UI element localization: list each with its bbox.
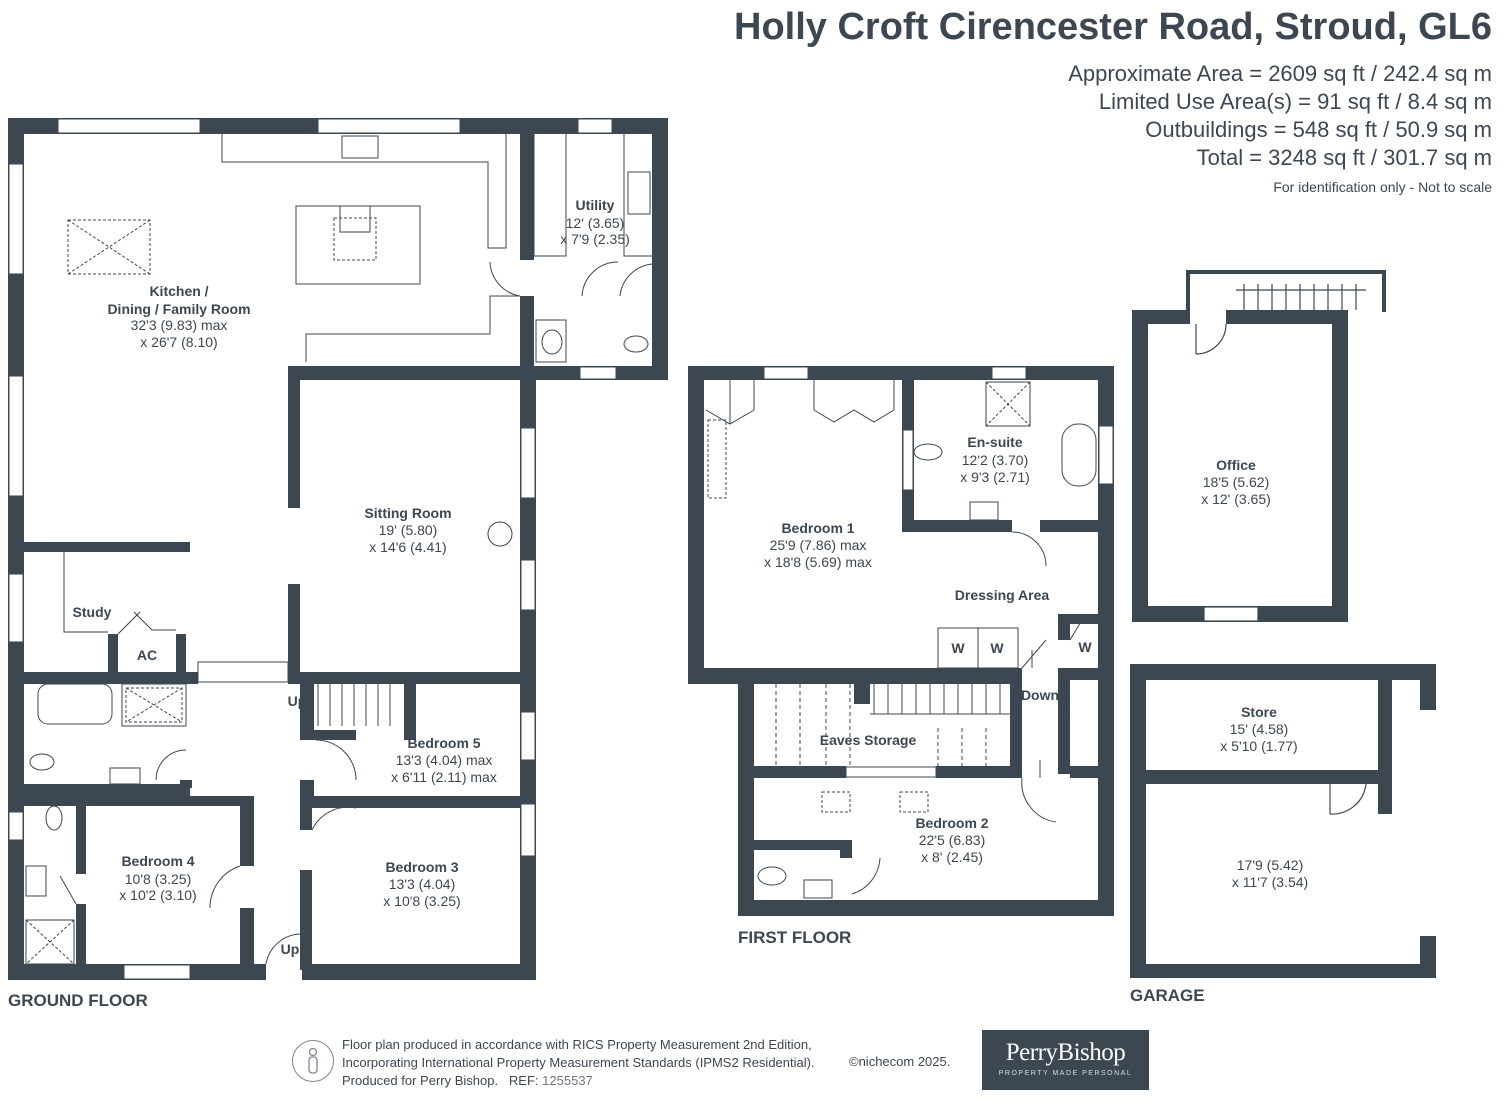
- copyright-text: ©nichecom 2025.: [849, 1054, 951, 1069]
- kitchen-name-2: Dining / Family Room: [107, 301, 250, 317]
- footer-produced-for: Produced for Perry Bishop.: [342, 1073, 499, 1088]
- bedroom3-dim-2: x 10'8 (3.25): [383, 893, 460, 909]
- store-dim-1: 15' (4.58): [1230, 721, 1289, 737]
- office-dim-2: x 12' (3.65): [1201, 491, 1271, 507]
- garage-dim-1: 17'9 (5.42): [1237, 857, 1304, 873]
- bedroom5-dim-2: x 6'11 (2.11) max: [391, 769, 497, 785]
- stairs-up-label-2: Up: [281, 941, 300, 957]
- ground-floor-label: GROUND FLOOR: [8, 991, 148, 1010]
- wardrobe-label-1: W: [951, 640, 965, 656]
- utility-dim-2: x 7'9 (2.35): [560, 231, 630, 247]
- garage-fixtures: [1329, 783, 1367, 815]
- footer-ref-value: 1255537: [542, 1073, 593, 1088]
- footer-line-1: Floor plan produced in accordance with R…: [342, 1037, 812, 1052]
- scale-note: For identification only - Not to scale: [1273, 179, 1492, 195]
- sitting-room-name: Sitting Room: [364, 505, 451, 521]
- footer-ref-label: REF:: [508, 1073, 539, 1088]
- room-labels: Kitchen / Dining / Family Room 32'3 (9.8…: [73, 197, 1309, 957]
- area-summary: Approximate Area = 2609 sq ft / 242.4 sq…: [1068, 60, 1492, 198]
- stairs-down-label: Down: [1021, 687, 1059, 703]
- ac-name: AC: [137, 647, 157, 663]
- office-name: Office: [1216, 457, 1256, 473]
- ensuite-dim-2: x 9'3 (2.71): [960, 469, 1030, 485]
- bedroom2-dim-2: x 8' (2.45): [921, 849, 983, 865]
- bedroom1-dim-2: x 18'8 (5.69) max: [764, 554, 872, 570]
- study-name: Study: [73, 604, 112, 620]
- first-floor-windows: [763, 366, 1114, 778]
- bedroom3-dim-1: 13'3 (4.04): [389, 876, 456, 892]
- sitting-room-dim-2: x 14'6 (4.41): [369, 539, 446, 555]
- bedroom5-name: Bedroom 5: [407, 735, 480, 751]
- garage-label: GARAGE: [1130, 986, 1205, 1005]
- store-dim-2: x 5'10 (1.77): [1220, 738, 1297, 754]
- store-name: Store: [1241, 704, 1277, 720]
- logo-name: PerryBishop: [1005, 1039, 1126, 1066]
- stairs-up-label-1: Up: [288, 693, 307, 709]
- outbuildings-area: Outbuildings = 548 sq ft / 50.9 sq m: [1145, 117, 1492, 142]
- eaves-storage-name: Eaves Storage: [820, 732, 917, 748]
- total-area: Total = 3248 sq ft / 301.7 sq m: [1196, 145, 1492, 170]
- ground-floor-fixtures: [25, 134, 653, 965]
- ensuite-name: En-suite: [967, 434, 1022, 450]
- property-title: Holly Croft Cirencester Road, Stroud, GL…: [734, 6, 1492, 48]
- first-floor-fixtures: [705, 380, 1097, 899]
- bedroom2-dim-1: 22'5 (6.83): [919, 832, 986, 848]
- garage-walls: [1130, 664, 1436, 978]
- footer-line-2: Incorporating International Property Mea…: [342, 1055, 815, 1070]
- kitchen-dim-1: 32'3 (9.83) max: [131, 317, 228, 333]
- first-floor-walls: [688, 366, 1114, 916]
- office-dim-1: 18'5 (5.62): [1203, 474, 1270, 490]
- kitchen-name-1: Kitchen /: [149, 283, 208, 299]
- limited-use-area: Limited Use Area(s) = 91 sq ft / 8.4 sq …: [1098, 89, 1492, 114]
- bedroom5-dim-1: 13'3 (4.04) max: [396, 752, 493, 768]
- ground-floor-windows: [8, 118, 617, 980]
- bedroom3-name: Bedroom 3: [385, 859, 458, 875]
- footer-line-3: Produced for Perry Bishop. REF: 1255537: [342, 1072, 815, 1090]
- office-fixtures: [1186, 270, 1386, 622]
- perry-bishop-logo: PerryBishop PROPERTY MADE PERSONAL: [982, 1030, 1149, 1090]
- utility-name: Utility: [576, 197, 615, 213]
- bedroom4-name: Bedroom 4: [121, 853, 194, 869]
- footer-text: Floor plan produced in accordance with R…: [342, 1036, 815, 1090]
- wardrobe-label-2: W: [990, 640, 1004, 656]
- approximate-area: Approximate Area = 2609 sq ft / 242.4 sq…: [1068, 61, 1492, 86]
- wardrobe-label-3: W: [1078, 639, 1092, 655]
- ensuite-dim-1: 12'2 (3.70): [962, 452, 1029, 468]
- logo-tagline: PROPERTY MADE PERSONAL: [998, 1070, 1133, 1077]
- bedroom1-name: Bedroom 1: [781, 520, 854, 536]
- dressing-area-name: Dressing Area: [955, 587, 1050, 603]
- bedroom1-dim-1: 25'9 (7.86) max: [770, 537, 867, 553]
- first-floor-label: FIRST FLOOR: [738, 928, 852, 947]
- utility-dim-1: 12' (3.65): [566, 215, 625, 231]
- garage-dim-2: x 11'7 (3.54): [1232, 874, 1308, 890]
- sitting-room-dim-1: 19' (5.80): [379, 522, 438, 538]
- kitchen-dim-2: x 26'7 (8.10): [140, 334, 217, 350]
- bedroom4-dim-2: x 10'2 (3.10): [119, 887, 196, 903]
- bedroom4-dim-1: 10'8 (3.25): [125, 871, 192, 887]
- rics-icon: [292, 1040, 334, 1082]
- bedroom2-name: Bedroom 2: [915, 815, 988, 831]
- ground-floor-walls: [8, 118, 668, 980]
